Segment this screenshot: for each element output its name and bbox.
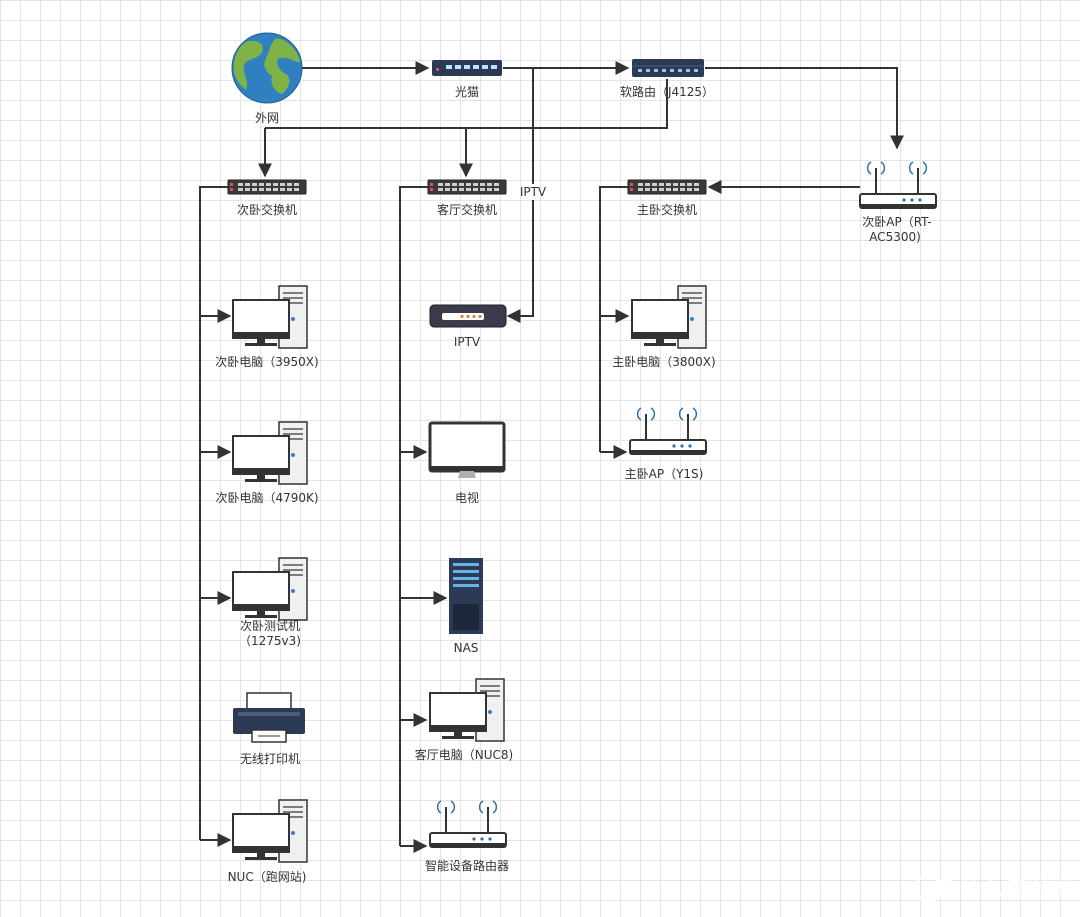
bedroom2-ap-label-line2: AC5300) xyxy=(869,230,921,244)
iptv-box-label: IPTV xyxy=(454,335,481,349)
desktop-computer-icon xyxy=(429,678,505,742)
smart-router-label: 智能设备路由器 xyxy=(425,858,509,873)
bedroom2-ap-node[interactable]: 次卧AP（RT- AC5300) xyxy=(859,161,937,244)
living-pc-node[interactable]: 客厅电脑（NUC8) xyxy=(415,678,513,762)
modem-label: 光猫 xyxy=(455,85,479,99)
wireless-ap-icon xyxy=(629,407,707,455)
pc-3950x-label: 次卧电脑（3950X) xyxy=(215,355,318,369)
living-pc-label: 客厅电脑（NUC8) xyxy=(415,747,513,762)
soft-router-node[interactable]: 软路由（J4125） xyxy=(620,59,714,99)
tv-node[interactable]: 电视 xyxy=(428,421,506,505)
master-ap-node[interactable]: 主卧AP（Y1S) xyxy=(625,407,707,481)
nuc-node[interactable]: NUC（跑网站) xyxy=(228,799,308,884)
printer-icon xyxy=(233,692,305,743)
edge-modem-iptv-lower xyxy=(506,200,534,323)
desktop-computer-icon xyxy=(232,421,308,485)
switch-icon xyxy=(627,179,707,195)
desktop-computer-icon xyxy=(232,799,308,863)
wireless-ap-icon xyxy=(859,161,937,209)
pc-3950x-node[interactable]: 次卧电脑（3950X) xyxy=(215,285,319,369)
desktop-computer-icon xyxy=(232,557,308,621)
internet-node[interactable]: 外网 xyxy=(231,32,303,125)
master-pc-node[interactable]: 主卧电脑（3800X) xyxy=(612,285,716,369)
wireless-ap-icon xyxy=(429,800,507,848)
switch-icon xyxy=(427,179,507,195)
set-top-box-icon xyxy=(429,304,507,328)
test-pc-label-line2: （1275v3) xyxy=(239,634,301,648)
modem-node[interactable]: 光猫 xyxy=(432,60,502,99)
master-switch-label: 主卧交换机 xyxy=(637,202,697,217)
master-switch-node[interactable]: 主卧交换机 xyxy=(627,179,707,217)
bedroom2-switch-label: 次卧交换机 xyxy=(237,202,297,217)
bedroom2-ap-label-line1: 次卧AP（RT- xyxy=(862,215,931,229)
soft-router-label: 软路由（J4125） xyxy=(620,84,714,99)
pc-4790k-node[interactable]: 次卧电脑（4790K) xyxy=(215,421,319,505)
monitor-icon xyxy=(428,421,506,478)
internet-label: 外网 xyxy=(255,111,279,125)
desktop-computer-icon xyxy=(631,285,707,349)
desktop-computer-icon xyxy=(232,285,308,349)
nas-label: NAS xyxy=(454,641,479,655)
globe-icon xyxy=(231,32,303,104)
switch-icon xyxy=(227,179,307,195)
iptv-box-node[interactable]: IPTV xyxy=(429,304,507,349)
edge-bedroom2-bus xyxy=(199,186,228,840)
watermark: 值 什么值得买 xyxy=(913,873,1070,903)
modem-icon xyxy=(432,60,502,76)
edge-living-bus xyxy=(399,186,428,846)
router-icon xyxy=(632,59,704,77)
printer-label: 无线打印机 xyxy=(240,752,300,766)
test-pc-node[interactable]: 次卧测试机 （1275v3) xyxy=(232,557,308,648)
tv-label: 电视 xyxy=(455,490,479,505)
master-pc-label: 主卧电脑（3800X) xyxy=(612,355,715,369)
iptv-line-label: IPTV xyxy=(520,185,547,199)
master-ap-label: 主卧AP（Y1S) xyxy=(625,467,704,481)
edge-router-ap xyxy=(705,67,904,150)
edge-master-bus xyxy=(599,186,628,452)
pc-4790k-label: 次卧电脑（4790K) xyxy=(215,491,318,505)
printer-node[interactable]: 无线打印机 xyxy=(233,692,305,766)
nas-node[interactable]: NAS xyxy=(449,558,483,655)
living-switch-node[interactable]: 客厅交换机 xyxy=(427,179,507,217)
server-icon xyxy=(449,558,483,634)
watermark-logo-icon xyxy=(913,873,943,903)
nuc-label: NUC（跑网站) xyxy=(228,870,307,884)
connections xyxy=(199,61,904,853)
test-pc-label-line1: 次卧测试机 xyxy=(240,618,300,633)
smart-router-node[interactable]: 智能设备路由器 xyxy=(425,800,509,873)
living-switch-label: 客厅交换机 xyxy=(437,202,497,217)
edge-router-bus xyxy=(265,79,668,129)
bedroom2-switch-node[interactable]: 次卧交换机 xyxy=(227,179,307,217)
watermark-text: 值 什么值得买 xyxy=(931,877,1070,902)
